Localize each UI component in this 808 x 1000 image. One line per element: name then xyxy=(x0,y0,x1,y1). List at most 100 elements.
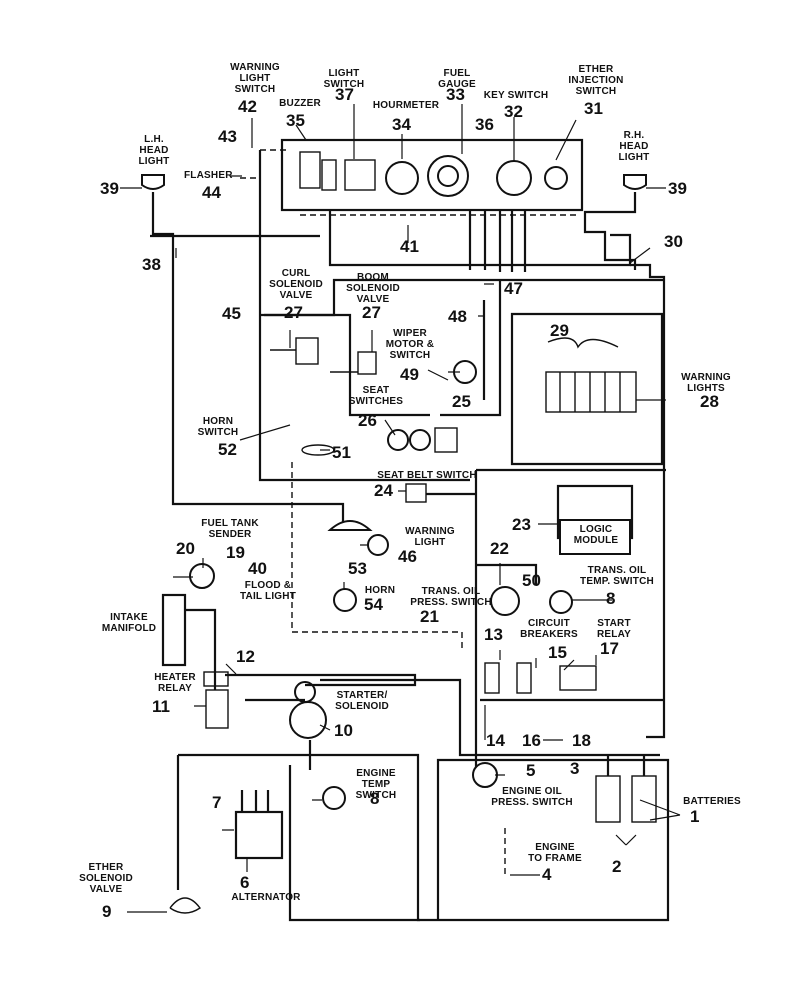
label-trans-oil-temp-switch: TRANS. OIL TEMP. SWITCH xyxy=(580,565,654,587)
label-lh-head-light: L.H. HEAD LIGHT xyxy=(138,134,170,167)
callout-49: 49 xyxy=(400,365,419,384)
callout-31: 31 xyxy=(584,99,603,118)
label-engine-oil-press-switch: ENGINE OIL PRESS. SWITCH xyxy=(491,786,573,808)
callout-14: 14 xyxy=(486,731,505,750)
callout-8-trans: 8 xyxy=(606,589,616,608)
label-intake-manifold: INTAKE MANIFOLD xyxy=(101,612,157,634)
callout-8-engine: 8 xyxy=(370,789,380,808)
callout-1: 1 xyxy=(690,807,700,826)
label-seat-belt-switch: SEAT BELT SWITCH xyxy=(377,470,477,481)
callout-46: 46 xyxy=(398,547,417,566)
label-warning-light: WARNING LIGHT xyxy=(405,526,455,548)
callout-37: 37 xyxy=(335,85,354,104)
label-circuit-breakers: CIRCUIT BREAKERS xyxy=(520,618,578,640)
label-alternator: ALTERNATOR xyxy=(231,892,301,903)
callout-15: 15 xyxy=(548,643,567,662)
callout-27-boom: 27 xyxy=(362,303,381,322)
label-ether-solenoid-valve: ETHER SOLENOID VALVE xyxy=(79,862,133,895)
callout-33: 33 xyxy=(446,85,465,104)
head-lights xyxy=(141,174,647,522)
lower-cab-components xyxy=(161,520,389,690)
callout-43: 43 xyxy=(218,127,237,146)
label-wiper-motor-switch: WIPER MOTOR & SWITCH xyxy=(385,328,435,361)
label-starter-solenoid: STARTER/ SOLENOID xyxy=(335,690,389,712)
label-rh-head-light: R.H. HEAD LIGHT xyxy=(618,130,650,163)
label-flasher: FLASHER xyxy=(184,170,233,181)
main-harness xyxy=(240,149,666,739)
callout-26: 26 xyxy=(358,411,377,430)
label-key-switch: KEY SWITCH xyxy=(483,90,549,101)
callout-36: 36 xyxy=(475,115,494,134)
leader-lines xyxy=(120,104,681,913)
label-logic-module: LOGIC MODULE xyxy=(573,524,619,546)
trans-and-breakers xyxy=(476,563,665,702)
label-ether-injection-switch: ETHER INJECTION SWITCH xyxy=(568,64,624,97)
callout-25: 25 xyxy=(452,392,471,411)
label-horn-switch: HORN SWITCH xyxy=(197,416,239,438)
callout-28: 28 xyxy=(700,392,719,411)
label-trans-oil-press-switch: TRANS. OIL PRESS. SWITCH xyxy=(410,586,492,608)
callout-39-left: 39 xyxy=(100,179,119,198)
label-warning-lights: WARNING LIGHTS xyxy=(681,372,731,394)
callout-20: 20 xyxy=(176,539,195,558)
callout-44: 44 xyxy=(202,183,221,202)
label-boom-solenoid-valve: BOOM SOLENOID VALVE xyxy=(346,272,400,305)
label-buzzer: BUZZER xyxy=(279,98,321,109)
callout-35: 35 xyxy=(286,111,305,130)
callout-29: 29 xyxy=(550,321,569,340)
callout-39-right: 39 xyxy=(668,179,687,198)
callout-4: 4 xyxy=(542,865,552,884)
callout-5: 5 xyxy=(526,761,536,780)
callout-53: 53 xyxy=(348,559,367,578)
callout-54: 54 xyxy=(364,595,383,614)
label-flood-tail-light: FLOOD & TAIL LIGHT xyxy=(239,580,297,602)
label-engine-to-frame: ENGINE TO FRAME xyxy=(528,842,582,864)
label-engine-temp-switch: ENGINE TEMP SWITCH xyxy=(355,768,397,801)
callout-24: 24 xyxy=(374,481,393,500)
label-horn: HORN xyxy=(364,585,396,596)
callout-17: 17 xyxy=(600,639,619,658)
label-light-switch: LIGHT SWITCH xyxy=(323,68,365,90)
callout-45: 45 xyxy=(222,304,241,323)
callout-47: 47 xyxy=(504,279,523,298)
label-fuel-gauge: FUEL GAUGE xyxy=(438,68,476,90)
callout-18: 18 xyxy=(572,731,591,750)
callout-6: 6 xyxy=(240,873,250,892)
engine-bay xyxy=(169,753,670,922)
callout-27-curl: 27 xyxy=(284,303,303,322)
callout-50: 50 xyxy=(522,571,541,590)
logic-module-area xyxy=(405,468,666,780)
callout-10: 10 xyxy=(334,721,353,740)
callout-22: 22 xyxy=(490,539,509,558)
callout-2: 2 xyxy=(612,857,622,876)
label-hourmeter: HOURMETER xyxy=(372,100,440,111)
label-fuel-tank-sender: FUEL TANK SENDER xyxy=(201,518,259,540)
cab-components xyxy=(270,337,477,456)
callout-34: 34 xyxy=(392,115,411,134)
callout-13: 13 xyxy=(484,625,503,644)
callout-30: 30 xyxy=(664,232,683,251)
callout-38: 38 xyxy=(142,255,161,274)
callout-40: 40 xyxy=(248,559,267,578)
label-warning-light-switch: WARNING LIGHT SWITCH xyxy=(230,62,280,95)
callout-48: 48 xyxy=(448,307,467,326)
callout-12: 12 xyxy=(236,647,255,666)
callout-16: 16 xyxy=(522,731,541,750)
label-curl-solenoid-valve: CURL SOLENOID VALVE xyxy=(269,268,323,301)
warning-lights-panel xyxy=(510,312,664,466)
instrument-panel xyxy=(280,138,584,212)
callout-7: 7 xyxy=(212,793,222,812)
label-start-relay: START RELAY xyxy=(597,618,631,640)
label-seat-switches: SEAT SWITCHES xyxy=(348,385,404,407)
callout-52: 52 xyxy=(218,440,237,459)
callout-41: 41 xyxy=(400,237,419,256)
callout-23: 23 xyxy=(512,515,531,534)
callout-32: 32 xyxy=(504,102,523,121)
callout-51: 51 xyxy=(332,443,351,462)
callout-19: 19 xyxy=(226,543,245,562)
label-batteries: BATTERIES xyxy=(683,796,741,807)
callout-21: 21 xyxy=(420,607,439,626)
callout-42: 42 xyxy=(238,97,257,116)
